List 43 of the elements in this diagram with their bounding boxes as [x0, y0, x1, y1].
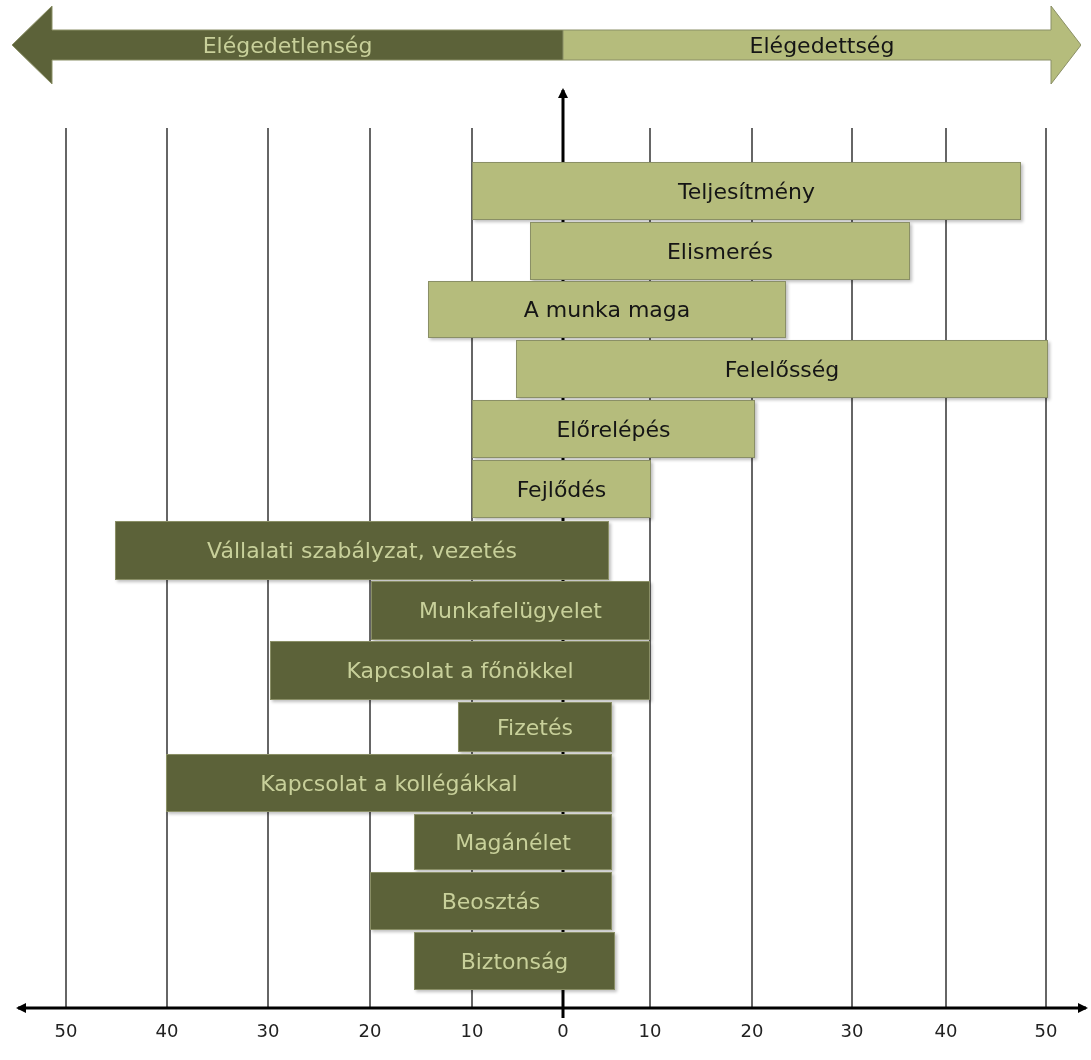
- bar-label: Fejlődés: [516, 476, 607, 502]
- factor-bar: [428, 281, 786, 338]
- bar-label: Kapcsolat a kollégákkal: [260, 770, 518, 796]
- bar-label: Vállalati szabályzat, vezetés: [207, 538, 517, 563]
- tick-label: 50: [54, 1020, 78, 1041]
- scale-label: Elégedetlenség: [202, 32, 373, 58]
- tick-label: 20: [740, 1020, 764, 1041]
- tick-label: 30: [840, 1020, 864, 1041]
- factor-bar: [472, 162, 1021, 220]
- factor-bar: [371, 581, 650, 640]
- scale-arrow: [563, 6, 1081, 84]
- factor-bar: [472, 460, 651, 518]
- bar-label: Kapcsolat a főnökkel: [346, 658, 574, 683]
- factor-bar: [370, 872, 612, 930]
- factor-bar: [530, 222, 910, 280]
- bar-label: Biztonság: [460, 948, 569, 974]
- tick-label: 40: [155, 1020, 179, 1041]
- scale-arrow: [12, 6, 563, 84]
- factor-bar: [270, 641, 650, 700]
- tick-label: 30: [256, 1020, 280, 1041]
- bar-label: Beosztás: [441, 888, 541, 914]
- bar-label: A munka maga: [523, 297, 691, 322]
- factor-bar: [458, 702, 612, 752]
- bar-label: Fizetés: [497, 714, 573, 740]
- factor-bar: [414, 814, 612, 870]
- bar-label: Előrelépés: [556, 416, 671, 442]
- factor-bar: [414, 932, 615, 990]
- factor-bar: [115, 521, 609, 580]
- factor-bar: [166, 754, 612, 812]
- tick-label: 0: [557, 1020, 569, 1041]
- factor-bar: [516, 340, 1048, 398]
- bar-label: Magánélet: [455, 829, 571, 855]
- tick-label: 10: [638, 1020, 662, 1041]
- scale-label: Elégedettség: [749, 32, 895, 58]
- bar-label: Elismerés: [666, 238, 774, 264]
- bar-label: Teljesítmény: [677, 178, 816, 204]
- bar-label: Felelősség: [724, 356, 840, 382]
- tick-label: 10: [460, 1020, 484, 1041]
- bar-label: Munkafelügyelet: [419, 598, 602, 623]
- tick-label: 20: [358, 1020, 382, 1041]
- tick-label: 40: [934, 1020, 958, 1041]
- tick-label: 50: [1034, 1020, 1058, 1041]
- factor-bar: [472, 400, 755, 458]
